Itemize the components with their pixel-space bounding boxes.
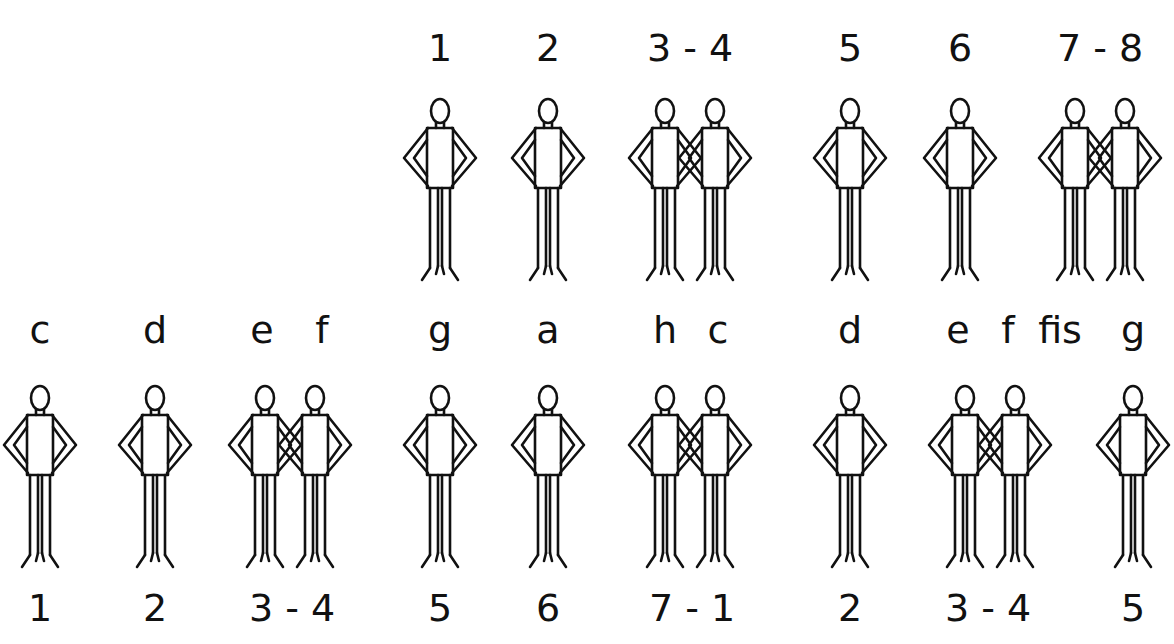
note-name: d — [838, 311, 862, 349]
step-number: 5 — [428, 589, 452, 627]
stick-figure — [929, 386, 1001, 567]
stick-figure — [512, 99, 584, 280]
stick-figure — [814, 386, 886, 567]
stick-figure — [679, 99, 751, 280]
stick-figure — [119, 386, 191, 567]
stick-figure — [629, 99, 701, 280]
note-name: c — [30, 311, 51, 349]
note-name: d — [143, 311, 167, 349]
stick-figure — [1039, 99, 1111, 280]
stick-figure — [814, 99, 886, 280]
step-number: 3 - 4 — [945, 589, 1031, 627]
step-number: 7 - 1 — [649, 589, 735, 627]
note-name: g — [428, 311, 452, 349]
note-name: h — [653, 311, 677, 349]
note-name: e — [946, 311, 969, 349]
stick-figure — [404, 99, 476, 280]
step-number: 3 - 4 — [249, 589, 335, 627]
step-number: 5 — [838, 29, 862, 67]
stick-figure — [1089, 99, 1161, 280]
stick-figure — [512, 386, 584, 567]
note-name: fis — [1038, 311, 1082, 349]
stick-figure — [1097, 386, 1169, 567]
stick-figure — [679, 386, 751, 567]
note-name: c — [708, 311, 729, 349]
step-number: 6 — [536, 589, 560, 627]
step-number: 5 — [1121, 589, 1145, 627]
stick-figure — [629, 386, 701, 567]
stick-figure — [279, 386, 351, 567]
top-row — [404, 99, 1161, 280]
note-name: f — [315, 311, 328, 349]
bottom-row — [4, 386, 1169, 567]
step-number: 3 - 4 — [647, 29, 733, 67]
stick-figure — [979, 386, 1051, 567]
stick-figure — [924, 99, 996, 280]
stick-figure — [404, 386, 476, 567]
note-name: f — [1001, 311, 1014, 349]
stick-figure — [4, 386, 76, 567]
step-number: 2 — [143, 589, 167, 627]
note-name: a — [536, 311, 559, 349]
step-number: 1 — [28, 589, 52, 627]
step-number: 2 — [536, 29, 560, 67]
step-number: 2 — [838, 589, 862, 627]
step-number: 6 — [948, 29, 972, 67]
note-name: g — [1121, 311, 1145, 349]
step-number: 7 - 8 — [1057, 29, 1143, 67]
step-number: 1 — [428, 29, 452, 67]
note-name: e — [250, 311, 273, 349]
stick-figure — [229, 386, 301, 567]
